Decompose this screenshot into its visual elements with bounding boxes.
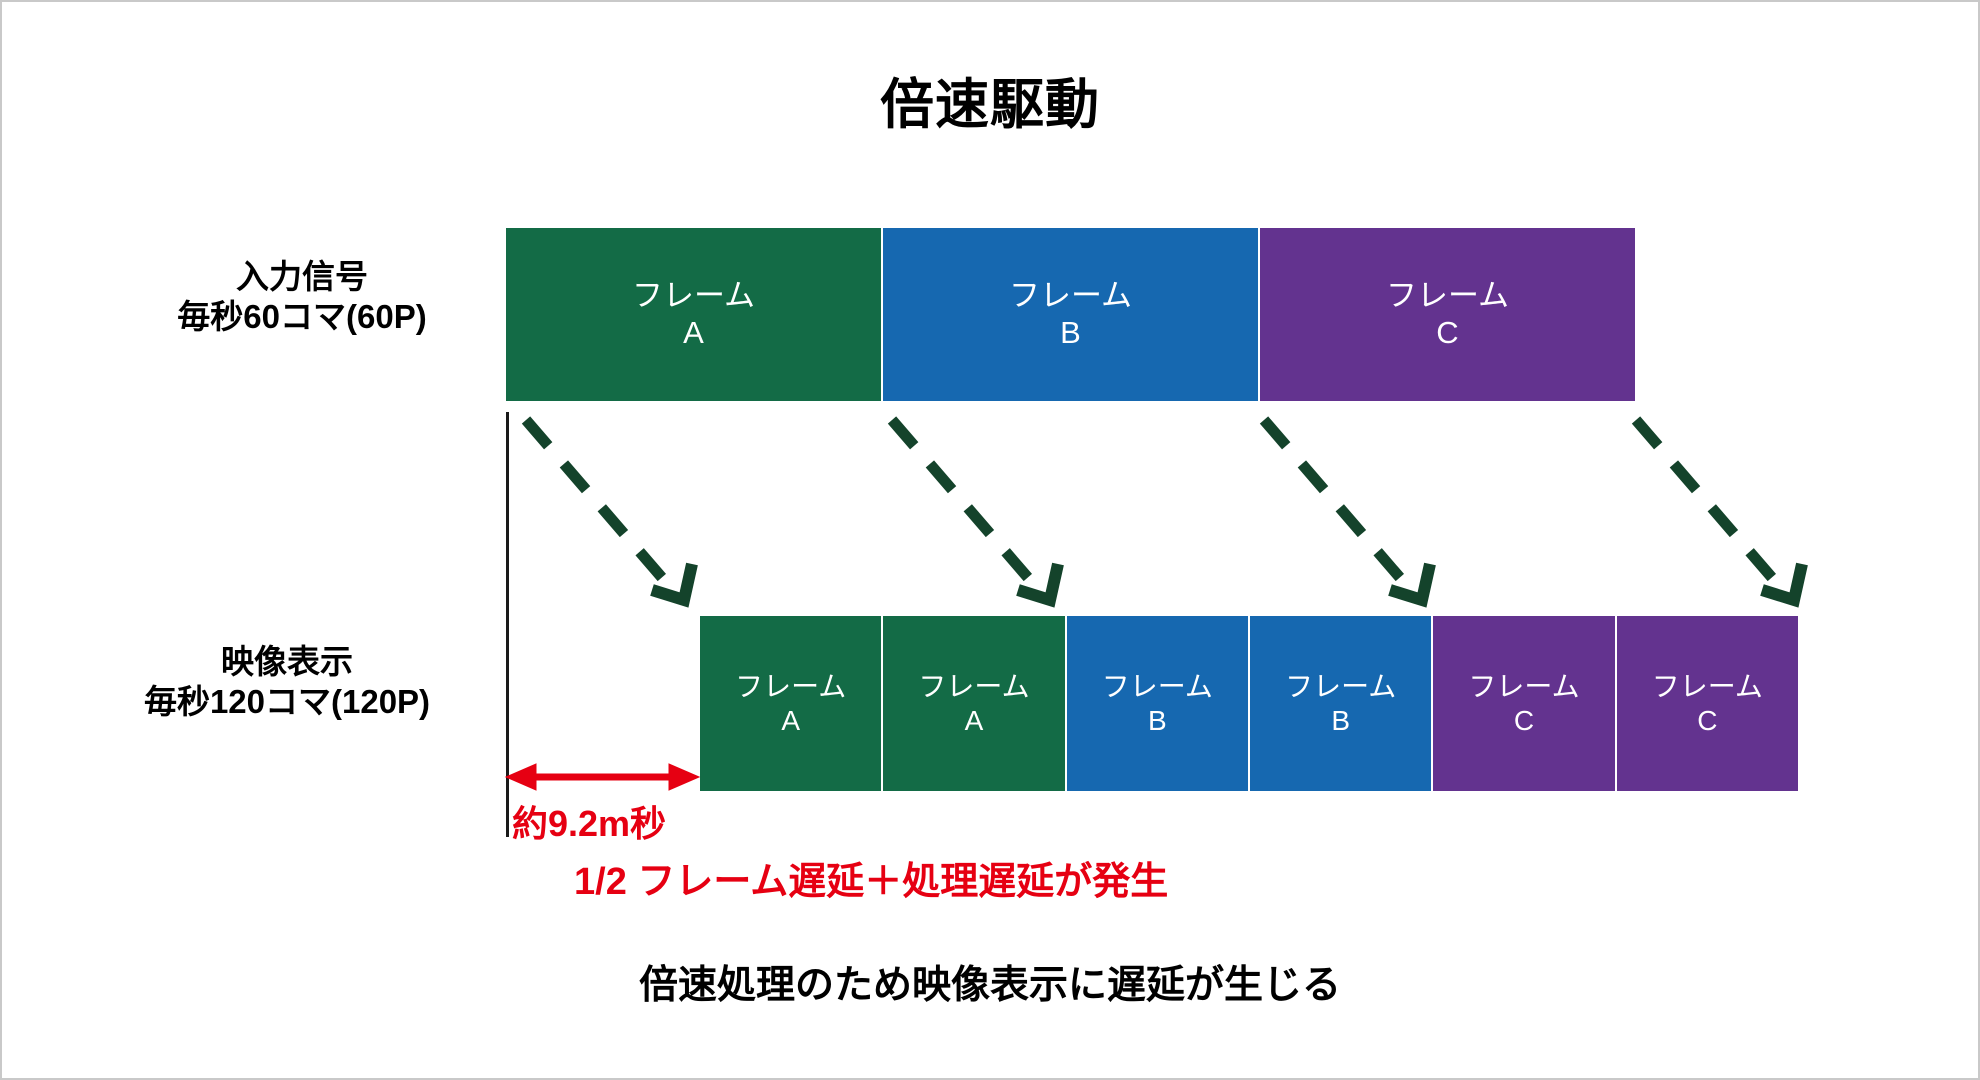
video-display-label: 映像表示 毎秒120コマ(120P) <box>77 642 497 723</box>
frame-letter: C <box>1436 314 1459 350</box>
input-frame-a: フレーム A <box>505 227 882 402</box>
diagram-caption: 倍速処理のため映像表示に遅延が生じる <box>638 964 1341 1007</box>
frame-letter: A <box>781 704 800 736</box>
delay-measure-arrow <box>504 763 701 791</box>
delay-note-text: 1/2 フレーム遅延＋処理遅延が発生 <box>574 861 1169 903</box>
output-frame-a1: フレーム A <box>699 615 883 792</box>
frame-letter: B <box>1331 704 1350 736</box>
output-frame-a2: フレーム A <box>882 615 1066 792</box>
frame-label: フレーム <box>735 671 847 703</box>
page-title: 倍速駆動 <box>880 75 1100 135</box>
frame-letter: C <box>1513 704 1535 736</box>
frame-label: フレーム <box>1468 671 1580 703</box>
frame-label: フレーム <box>1285 671 1397 703</box>
arrowhead-icon <box>1760 562 1808 608</box>
dashed-mapping-arrows <box>521 416 1808 608</box>
arrowhead-icon <box>1388 562 1436 608</box>
arrowhead-icon <box>650 562 698 608</box>
dashed-diagonal-arrow-icon <box>1631 416 1779 584</box>
output-frame-b2: フレーム B <box>1249 615 1433 792</box>
frame-label: フレーム <box>918 671 1030 703</box>
input-signal-label: 入力信号 毎秒60コマ(60P) <box>107 257 497 338</box>
frame-label: フレーム <box>1385 277 1510 313</box>
input-frame-b: フレーム B <box>882 227 1259 402</box>
arrowhead-left-icon <box>504 763 537 791</box>
frame-label: フレーム <box>631 277 756 313</box>
frame-letter: A <box>964 704 984 736</box>
output-frame-c1: フレーム C <box>1432 615 1616 792</box>
video-display-label-line1: 映像表示 <box>221 643 353 680</box>
frame-label: フレーム <box>1651 671 1763 703</box>
output-frame-c2: フレーム C <box>1615 615 1799 792</box>
input-frame-c: フレーム C <box>1259 227 1636 402</box>
delay-measure-text: 約9.2m秒 <box>512 803 667 844</box>
frame-letter: B <box>1060 314 1081 350</box>
dashed-diagonal-arrow-icon <box>521 416 669 584</box>
frame-label: フレーム <box>1008 277 1133 313</box>
frame-letter: B <box>1147 704 1167 736</box>
output-frame-b1: フレーム B <box>1065 615 1249 792</box>
input-signal-label-line1: 入力信号 <box>236 258 368 295</box>
input-signal-label-line2: 毎秒60コマ(60P) <box>177 298 427 336</box>
arrowhead-icon <box>1016 562 1064 608</box>
frame-label: フレーム <box>1101 671 1213 703</box>
frame-letter: C <box>1697 704 1718 736</box>
dashed-diagonal-arrow-icon <box>887 416 1035 584</box>
frame-letter: A <box>683 314 704 350</box>
arrowhead-right-icon <box>668 763 701 791</box>
dashed-diagonal-arrow-icon <box>1259 416 1407 584</box>
timeline-axis-line <box>506 412 509 837</box>
video-display-label-line2: 毎秒120コマ(120P) <box>143 683 431 721</box>
